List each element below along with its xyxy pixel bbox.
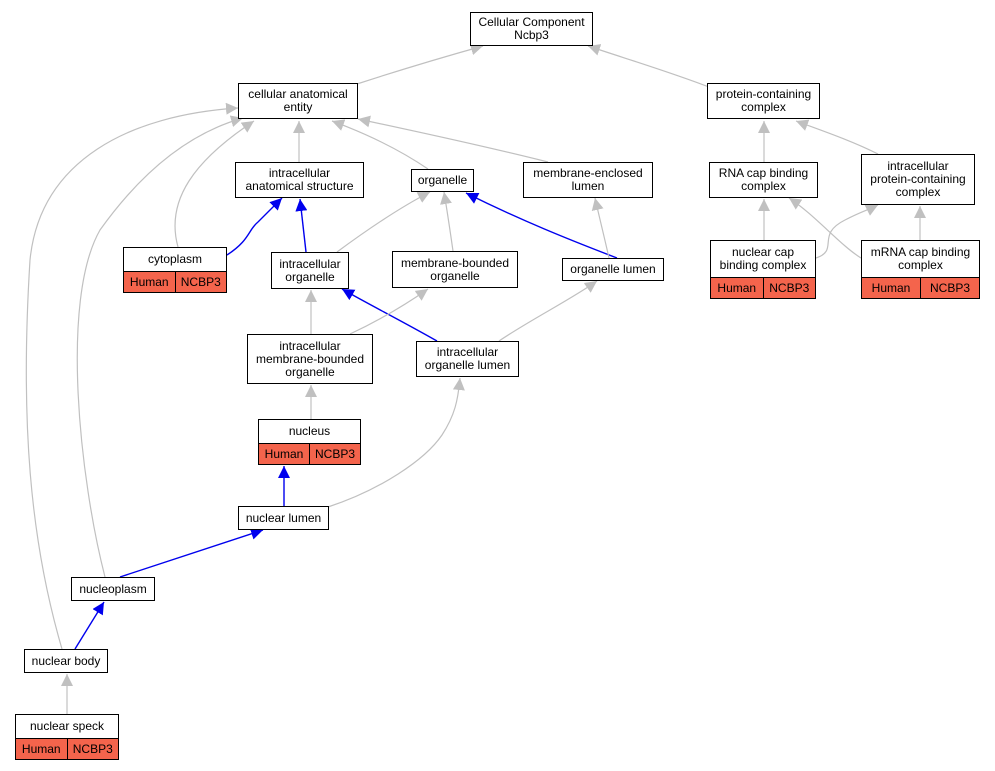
gene-cell: NCBP3: [66, 739, 119, 759]
edge-membrane-enclosed-lumen-to-cellular-anatomical-entity: [357, 115, 549, 163]
node-nuclear-speck[interactable]: nuclear speck Human NCBP3: [15, 714, 119, 760]
node-rna-cap-binding-complex[interactable]: RNA cap binding complex: [709, 162, 818, 198]
node-label: cytoplasm: [147, 252, 203, 266]
edge-nuclear-cap-binding-complex-to-intracellular-protein-containing-complex: [815, 204, 879, 259]
node-label: organelle: [417, 173, 468, 187]
gene-cell: NCBP3: [309, 444, 360, 464]
gene-cell: NCBP3: [762, 278, 816, 298]
edge-intracellular-protein-containing-complex-to-protein-containing-complex: [795, 119, 879, 155]
node-label: Cellular Component Ncbp3: [478, 15, 585, 42]
edge-intracellular-organelle-to-intracellular-anatomical-structure: [295, 198, 308, 253]
node-intracellular-organelle-lumen[interactable]: intracellular organelle lumen: [416, 341, 519, 377]
species-cell: Human: [264, 446, 304, 461]
edge-organelle-to-cellular-anatomical-entity: [331, 119, 429, 170]
edge-cytoplasm-to-intracellular-anatomical-structure: [226, 197, 283, 256]
edge-nuclear-lumen-to-intracellular-organelle-lumen: [327, 377, 465, 508]
edge-nucleoplasm-to-cellular-anatomical-entity: [76, 115, 244, 578]
node-intracellular-membrane-bounded-organelle[interactable]: intracellular membrane-bounded organelle: [247, 334, 373, 384]
edge-membrane-bounded-organelle-to-organelle: [440, 191, 454, 252]
node-label: mRNA cap binding complex: [870, 245, 971, 272]
node-membrane-enclosed-lumen[interactable]: membrane-enclosed lumen: [523, 162, 653, 198]
edge-nuclear-body-to-nucleoplasm: [74, 601, 105, 650]
node-label: cellular anatomical entity: [248, 87, 348, 114]
node-intracellular-organelle[interactable]: intracellular organelle: [271, 252, 349, 289]
node-label: nuclear cap binding complex: [719, 245, 807, 272]
node-organelle-lumen[interactable]: organelle lumen: [562, 258, 664, 281]
node-label: nuclear lumen: [245, 510, 322, 525]
edge-nucleoplasm-to-nuclear-lumen: [119, 528, 264, 578]
species-cell: Human: [717, 280, 757, 295]
node-label: membrane-bounded organelle: [400, 255, 510, 283]
node-label: intracellular protein-containing complex: [870, 159, 966, 199]
annotation-row: Human NCBP3: [124, 271, 226, 292]
node-cellular-anatomical-entity[interactable]: cellular anatomical entity: [238, 83, 358, 119]
edge-cytoplasm-to-cellular-anatomical-entity: [174, 120, 255, 248]
node-label: nuclear speck: [29, 719, 105, 733]
node-label: RNA cap binding complex: [718, 166, 809, 193]
species-cell: Human: [21, 741, 61, 756]
node-label: intracellular organelle: [279, 256, 341, 284]
gene-cell: NCBP3: [920, 278, 979, 298]
annotation-row: Human NCBP3: [16, 738, 118, 759]
node-label: intracellular anatomical structure: [245, 166, 354, 193]
node-protein-containing-complex[interactable]: protein-containing complex: [707, 83, 820, 119]
node-nuclear-lumen[interactable]: nuclear lumen: [238, 506, 329, 530]
edge-intracellular-organelle-to-organelle: [336, 191, 431, 253]
edge-nuclear-body-to-cellular-anatomical-entity: [25, 102, 239, 650]
species-cell: Human: [871, 280, 911, 295]
edge-intracellular-membrane-bounded-organelle-to-membrane-bounded-organelle: [349, 288, 429, 335]
node-intracellular-anatomical-structure[interactable]: intracellular anatomical structure: [235, 162, 364, 198]
edge-protein-containing-complex-to-root: [587, 44, 710, 88]
edge-intracellular-organelle-lumen-to-organelle-lumen: [498, 280, 598, 342]
annotation-row: Human NCBP3: [259, 443, 360, 464]
node-cytoplasm[interactable]: cytoplasm Human NCBP3: [123, 247, 227, 293]
node-root[interactable]: Cellular Component Ncbp3: [470, 12, 593, 46]
node-membrane-bounded-organelle[interactable]: membrane-bounded organelle: [392, 251, 518, 288]
node-nucleoplasm[interactable]: nucleoplasm: [71, 577, 155, 601]
node-label: organelle lumen: [570, 262, 656, 276]
node-nucleus[interactable]: nucleus Human NCBP3: [258, 419, 361, 465]
node-label: nuclear body: [31, 653, 101, 668]
node-intracellular-protein-containing-complex[interactable]: intracellular protein-containing complex: [861, 154, 975, 205]
node-label: membrane-enclosed lumen: [533, 166, 643, 193]
annotation-row: Human NCBP3: [862, 277, 979, 298]
node-label: intracellular organelle lumen: [424, 345, 511, 372]
node-label: intracellular membrane-bounded organelle: [255, 338, 365, 379]
edge-intracellular-organelle-lumen-to-intracellular-organelle: [341, 288, 438, 342]
node-nuclear-body[interactable]: nuclear body: [24, 649, 108, 673]
gene-cell: NCBP3: [174, 272, 227, 292]
node-nuclear-cap-binding-complex[interactable]: nuclear cap binding complex Human NCBP3: [710, 240, 816, 299]
annotation-row: Human NCBP3: [711, 277, 815, 298]
edge-cellular-anatomical-entity-to-root: [356, 43, 484, 85]
edge-mrna-cap-binding-complex-to-rna-cap-binding-complex: [788, 197, 862, 259]
edge-organelle-lumen-to-organelle: [465, 192, 618, 259]
node-label: protein-containing complex: [715, 87, 812, 114]
edge-organelle-lumen-to-membrane-enclosed-lumen: [591, 197, 610, 259]
node-mrna-cap-binding-complex[interactable]: mRNA cap binding complex Human NCBP3: [861, 240, 980, 299]
node-organelle[interactable]: organelle: [411, 169, 474, 192]
species-cell: Human: [129, 274, 169, 289]
node-label: nucleus: [288, 424, 331, 438]
node-label: nucleoplasm: [79, 581, 147, 596]
